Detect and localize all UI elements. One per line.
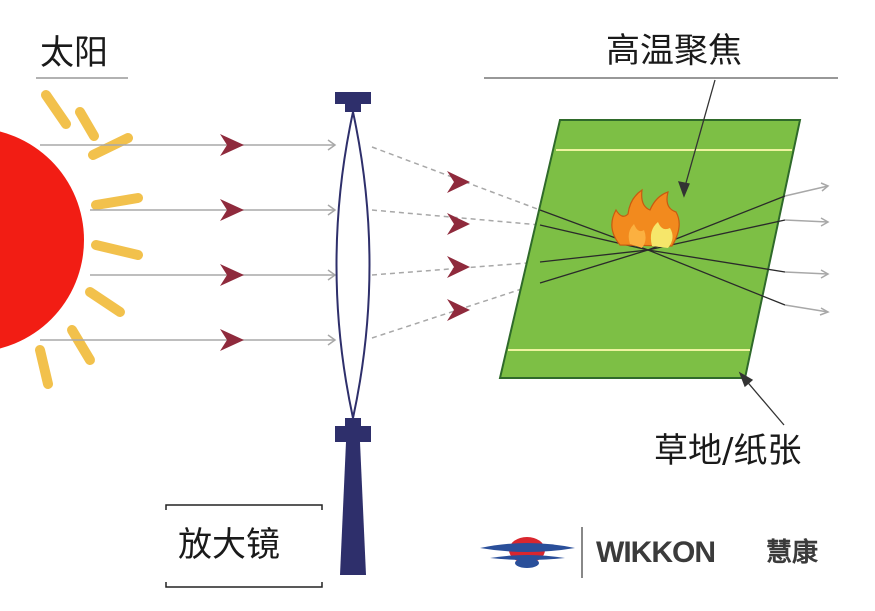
- incoming-chevrons: [220, 134, 244, 351]
- sun-rays: [35, 90, 143, 389]
- sun-label: 太阳: [40, 33, 108, 73]
- chevron-icon: [447, 299, 470, 321]
- brand-name: WIKKON: [596, 536, 716, 569]
- lens-top-cap: [335, 92, 371, 104]
- chevron-icon: [447, 213, 470, 235]
- focus-label: 高温聚焦: [606, 31, 742, 71]
- exit-rays: [784, 182, 830, 316]
- sun-disk: [0, 131, 84, 349]
- chevron-icon: [447, 171, 470, 193]
- sun: [0, 90, 143, 389]
- magnifier: [335, 92, 371, 575]
- surface-pointer: [738, 371, 785, 426]
- converging-chevrons: [447, 171, 470, 321]
- chevron-icon: [220, 134, 244, 156]
- incoming-rays: [40, 139, 337, 346]
- brand-name-cn: 慧康: [766, 538, 819, 568]
- lens-bottom-cap: [335, 426, 371, 442]
- chevron-icon: [220, 264, 244, 286]
- focus-pointer: [678, 79, 716, 198]
- chevron-icon: [220, 199, 244, 221]
- wikkon-logo-icon: [480, 537, 575, 568]
- lens-label: 放大镜: [178, 525, 280, 565]
- chevron-icon: [220, 329, 244, 351]
- surface-label: 草地/纸张: [654, 431, 802, 471]
- lens-label-bracket: [165, 504, 323, 588]
- lens-glass: [335, 111, 371, 419]
- chevron-icon: [447, 256, 470, 278]
- lens-handle: [340, 442, 366, 575]
- flame-icon: [611, 188, 680, 248]
